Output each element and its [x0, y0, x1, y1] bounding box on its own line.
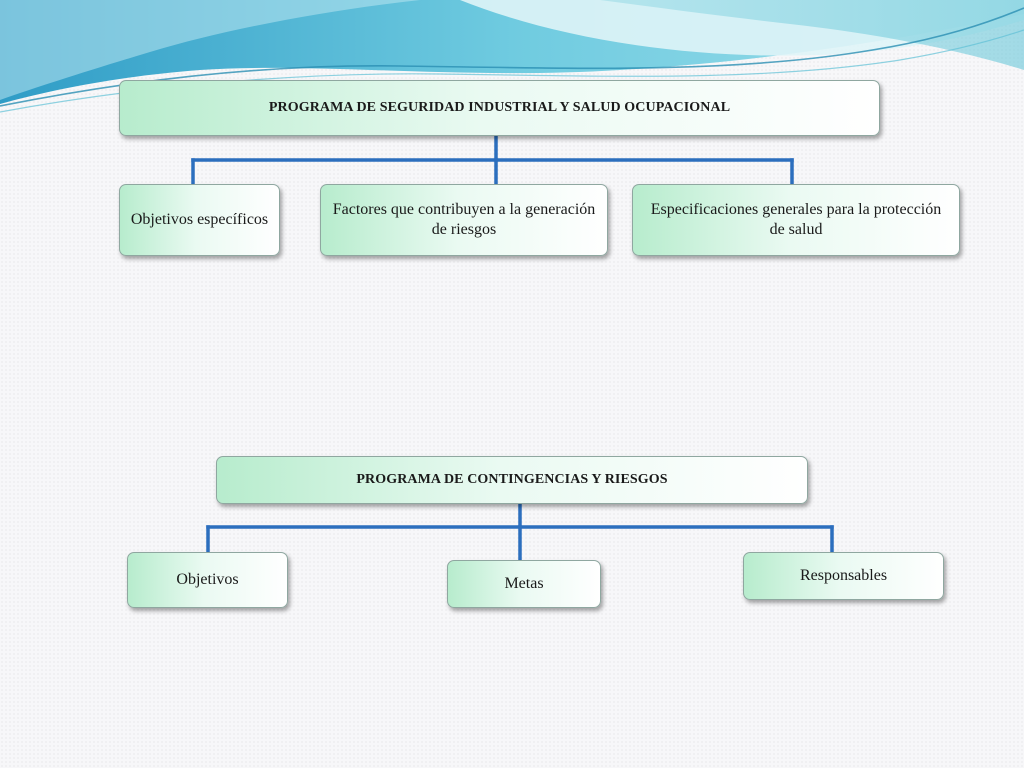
- program2-child-box-1: Objetivos: [127, 552, 288, 608]
- program1-child-label-2: Factores que contribuyen a la generación…: [332, 201, 596, 238]
- program1-title: PROGRAMA DE SEGURIDAD INDUSTRIAL Y SALUD…: [268, 100, 731, 115]
- program2-child-label-3: Responsables: [799, 567, 888, 584]
- program1-child-label-3: Especificaciones generales para la prote…: [650, 201, 942, 238]
- program2-title-box: PROGRAMA DE CONTINGENCIAS Y RIESGOS: [216, 456, 808, 504]
- program2-child-box-2: Metas: [447, 560, 601, 608]
- program1-child-box-1: Objetivos específicos: [119, 184, 280, 256]
- program2-title: PROGRAMA DE CONTINGENCIAS Y RIESGOS: [356, 472, 668, 487]
- program1-title-box: PROGRAMA DE SEGURIDAD INDUSTRIAL Y SALUD…: [119, 80, 880, 136]
- program2-child-label-1: Objetivos: [176, 571, 239, 588]
- program1-child-box-3: Especificaciones generales para la prote…: [632, 184, 960, 256]
- program1-child-box-2: Factores que contribuyen a la generación…: [320, 184, 608, 256]
- program2-child-label-2: Metas: [504, 575, 544, 592]
- program2-child-box-3: Responsables: [743, 552, 944, 600]
- header-wave-decoration: [0, 0, 1024, 113]
- program1-child-label-1: Objetivos específicos: [130, 211, 269, 228]
